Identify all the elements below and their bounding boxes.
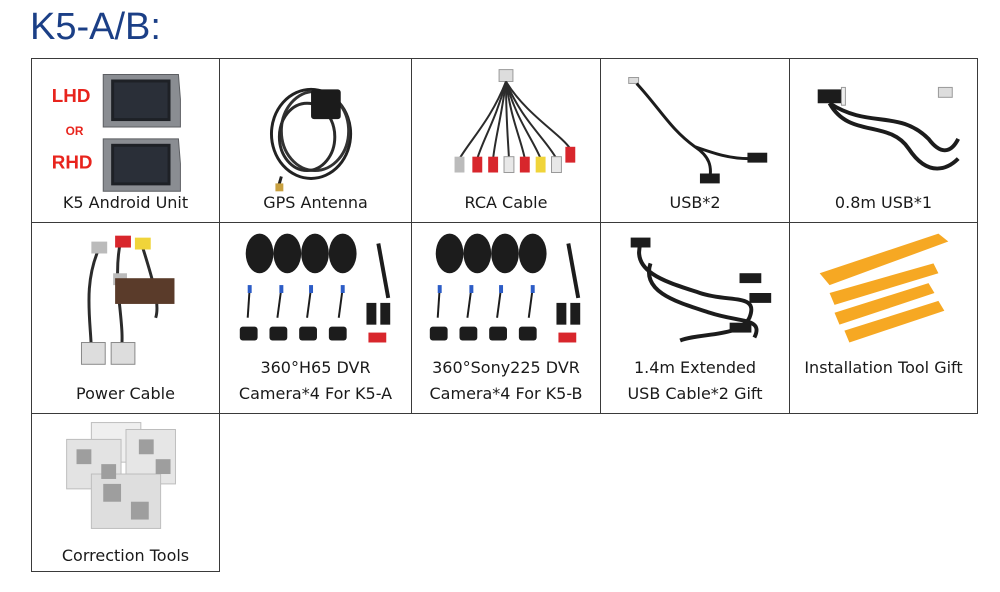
lhd-badge: LHD xyxy=(52,85,91,106)
item-usb: USB*2 xyxy=(600,58,790,223)
item-installation-tool: Installation Tool Gift xyxy=(789,222,978,414)
item-dvr-camera-a: 360°H65 DVR Camera*4 For K5-A xyxy=(219,222,412,414)
caption-dvr-camera-a: 360°H65 DVR Camera*4 For K5-A xyxy=(220,355,411,407)
item-extended-usb: 1.4m Extended USB Cable*2 Gift xyxy=(600,222,790,414)
page-title: K5-A/B: xyxy=(30,6,161,48)
caption-rca-cable: RCA Cable xyxy=(464,193,548,212)
caption-line-2: Camera*4 For K5-B xyxy=(429,384,583,403)
item-android-unit: LHD OR RHD K5 Android Unit xyxy=(31,58,220,223)
dvr-camera-a-image xyxy=(239,233,391,343)
caption-usb: USB*2 xyxy=(669,193,721,212)
item-usb-08m: 0.8m USB*1 xyxy=(789,58,978,223)
correction-tools-image xyxy=(66,422,176,529)
caption-usb-08m: 0.8m USB*1 xyxy=(834,193,933,212)
item-dvr-camera-b: 360°Sony225 DVR Camera*4 For K5-B xyxy=(411,222,601,414)
caption-power-cable: Power Cable xyxy=(76,384,175,403)
extended-usb-image xyxy=(630,237,772,343)
or-badge: OR xyxy=(66,124,84,138)
dvr-camera-b-image xyxy=(429,233,581,343)
caption-line-2: Camera*4 For K5-A xyxy=(238,384,393,403)
caption-installation-tool: Installation Tool Gift xyxy=(804,358,963,377)
power-cable-image xyxy=(80,235,175,365)
caption-correction-tools: Correction Tools xyxy=(61,546,190,565)
installation-tool-image xyxy=(819,233,949,343)
head-unit-lhd xyxy=(102,74,181,128)
caption-line-1: 1.4m Extended xyxy=(633,358,757,377)
rca-cable-image xyxy=(454,69,576,174)
caption-line-2: USB Cable*2 Gift xyxy=(627,384,763,403)
head-unit-rhd xyxy=(102,138,181,192)
android-unit-image: LHD OR RHD xyxy=(52,74,181,192)
caption-extended-usb: 1.4m Extended USB Cable*2 Gift xyxy=(601,355,789,407)
gps-antenna-image xyxy=(269,87,353,192)
caption-line-1: 360°H65 DVR xyxy=(260,358,371,377)
caption-dvr-camera-b: 360°Sony225 DVR Camera*4 For K5-B xyxy=(412,355,600,407)
item-gps-antenna: GPS Antenna xyxy=(219,58,412,223)
rhd-badge: RHD xyxy=(52,152,93,173)
caption-gps-antenna: GPS Antenna xyxy=(263,193,368,212)
caption-android-unit: K5 Android Unit xyxy=(62,193,189,212)
item-rca-cable: RCA Cable xyxy=(411,58,601,223)
usb-08m-image xyxy=(817,86,960,171)
item-power-cable: Power Cable xyxy=(31,222,220,414)
caption-line-1: 360°Sony225 DVR xyxy=(432,358,580,377)
item-correction-tools: Correction Tools xyxy=(31,413,220,572)
usb-image xyxy=(628,77,768,184)
